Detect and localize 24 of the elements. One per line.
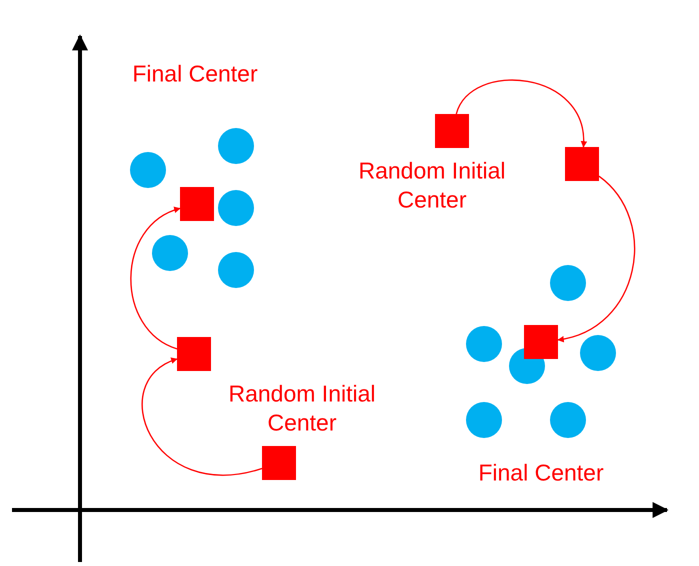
arrow: [130, 207, 181, 350]
data-point: [550, 265, 586, 301]
data-point: [218, 128, 254, 164]
cluster-label: Final Center: [477, 458, 605, 488]
arrow: [557, 176, 636, 342]
cluster-label: Random Initial Center: [227, 379, 377, 437]
arrow: [456, 79, 586, 148]
data-point: [130, 152, 166, 188]
cluster-label: Final Center: [131, 60, 259, 88]
data-point: [466, 402, 502, 438]
data-point: [550, 402, 586, 438]
centroid-square: [262, 446, 296, 480]
centroid-square: [435, 114, 469, 148]
centroid-square: [177, 337, 211, 371]
data-point: [218, 252, 254, 288]
cluster-label: Random Initial Center: [357, 156, 507, 214]
data-point: [580, 335, 616, 371]
centroid-square: [524, 325, 558, 359]
centroid-square: [565, 147, 599, 181]
data-point: [152, 235, 188, 271]
centroid-square: [180, 187, 214, 221]
data-point: [466, 326, 502, 362]
data-point: [218, 190, 254, 226]
arrow: [142, 358, 262, 476]
